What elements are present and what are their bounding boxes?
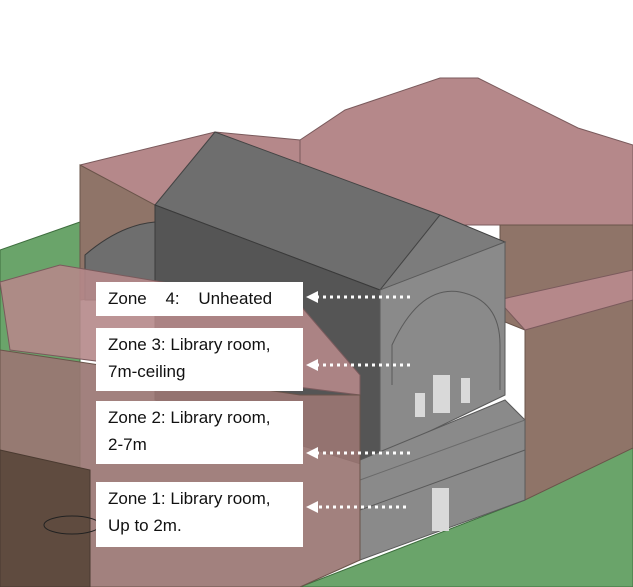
zone1-label-line2: Up to 2m.: [108, 516, 182, 535]
zone2-label-line1: Zone 2: Library room,: [108, 408, 271, 427]
library-window-right: [461, 378, 470, 403]
zone1-arrow: [306, 501, 406, 513]
zone1-label-line1: Zone 1: Library room,: [108, 489, 271, 508]
zone3-arrow: [306, 359, 410, 371]
neighbor-right-roof-top: [497, 269, 633, 331]
zone2-label-line2: 2-7m: [108, 435, 147, 454]
zone2-arrow: [306, 447, 410, 459]
neighbor-front-dark: [0, 449, 91, 587]
zone3-label-line1: Zone 3: Library room,: [108, 335, 271, 354]
zone4-label: Zone 4: Unheated: [96, 282, 303, 316]
library-front-wall: [379, 241, 506, 456]
library-annex-line2: [359, 419, 526, 481]
library-window-left: [415, 393, 425, 417]
zone3-label: Zone 3: Library room, 7m-ceiling: [96, 328, 303, 391]
library-arch: [391, 290, 501, 390]
zone4-label-line1: Zone 4: Unheated: [108, 289, 273, 308]
zone4-arrow: [306, 291, 410, 303]
library-annex-line1: [359, 449, 526, 511]
library-door: [432, 488, 449, 531]
zone1-label: Zone 1: Library room, Up to 2m.: [96, 482, 303, 547]
zone2-label: Zone 2: Library room, 2-7m: [96, 401, 303, 464]
zone3-label-line2: 7m-ceiling: [108, 362, 186, 381]
library-window-center: [433, 375, 450, 413]
